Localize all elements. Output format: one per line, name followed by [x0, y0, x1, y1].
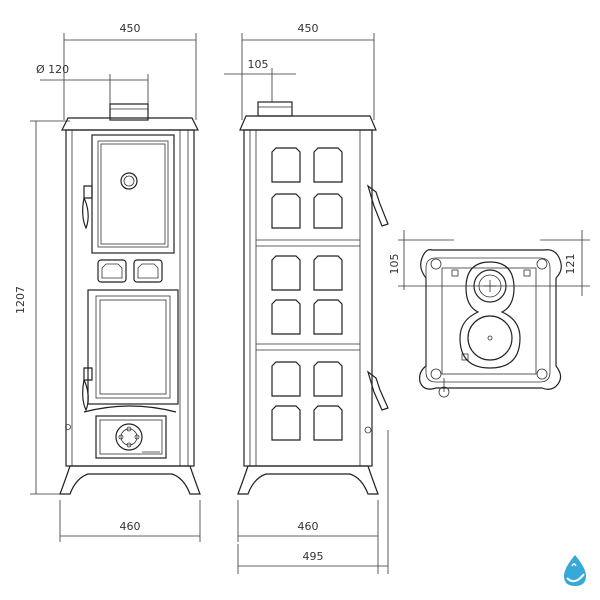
front-width-bottom-label: 460 [120, 520, 141, 533]
air-regulator-knob-icon [115, 423, 143, 451]
side-depth-top-label: 450 [298, 22, 319, 35]
side-handle-upper [366, 184, 389, 227]
side-handle-lower [366, 370, 389, 411]
front-vent-right [133, 259, 163, 283]
top-view-offset-right-label: 121 [564, 254, 577, 275]
front-view: 450 Ø 120 1207 [14, 22, 201, 542]
top-view-offset-left-label: 105 [388, 254, 401, 275]
hotplate-icon [467, 315, 513, 361]
height-label: 1207 [14, 286, 27, 314]
side-depth-total-label: 495 [303, 550, 324, 563]
side-flue-offset-label: 105 [248, 58, 269, 71]
side-view: 450 105 [224, 22, 389, 574]
flue-diameter-label: Ø 120 [36, 63, 69, 76]
top-view: 105 121 [388, 230, 590, 398]
side-tiles [271, 147, 343, 441]
side-depth-bottom-label: 460 [298, 520, 319, 533]
thermometer-icon [120, 172, 138, 190]
water-drop-logo [564, 555, 586, 586]
front-width-top-label: 450 [120, 22, 141, 35]
front-vent-left [97, 259, 127, 283]
